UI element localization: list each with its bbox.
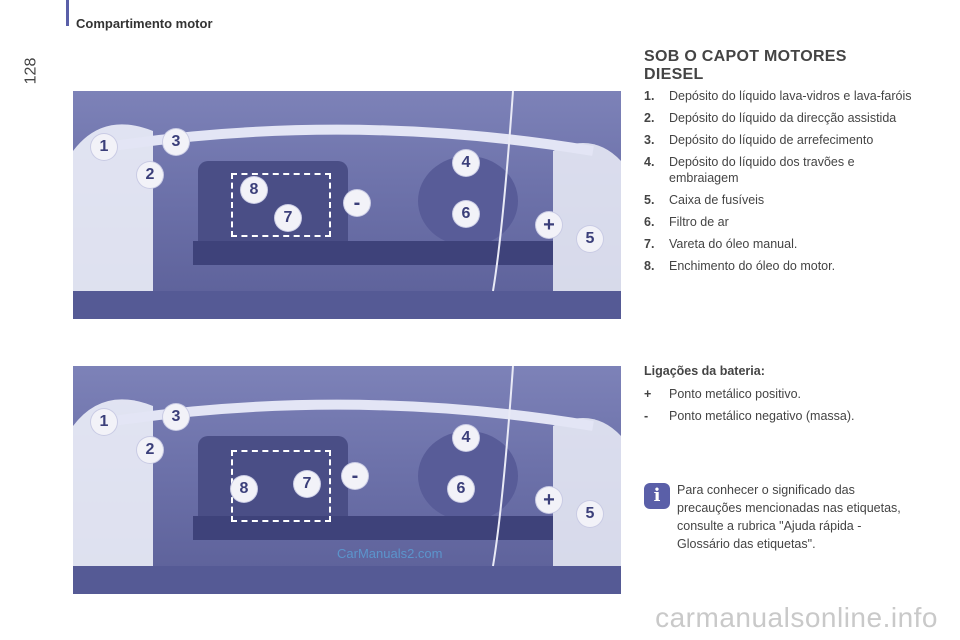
page-heading: SOB O CAPOT MOTORES DIESEL [644, 48, 847, 83]
info-note: i Para conhecer o significado das precau… [644, 481, 914, 553]
callout-4: 4 [453, 150, 479, 176]
item-number: 4. [644, 155, 655, 169]
callout-3: 3 [163, 129, 189, 155]
item-text: Depósito do líquido lava-vidros e lava-f… [669, 89, 912, 103]
item-number: 5. [644, 193, 655, 207]
callout-plus: + [536, 487, 562, 513]
engine-illustration [73, 91, 621, 319]
callout-8: 8 [231, 476, 257, 502]
engine-illustration [73, 366, 621, 594]
list-item: 5. Caixa de fusíveis [644, 192, 914, 208]
item-text: Depósito do líquido de arrefecimento [669, 133, 874, 147]
callout-6: 6 [448, 476, 474, 502]
callout-8: 8 [241, 177, 267, 203]
component-list: 1. Depósito do líquido lava-vidros e lava… [644, 88, 914, 280]
callout-3: 3 [163, 404, 189, 430]
item-number: 6. [644, 215, 655, 229]
footer-watermark: carmanualsonline.info [655, 602, 938, 633]
list-item: 8. Enchimento do óleo do motor. [644, 258, 914, 274]
item-number: 8. [644, 259, 655, 273]
item-number: 1. [644, 89, 655, 103]
list-item: 6. Filtro de ar [644, 214, 914, 230]
battery-item-negative: - Ponto metálico negativo (massa). [644, 408, 914, 424]
callout-2: 2 [137, 437, 163, 463]
callout-plus: + [536, 212, 562, 238]
list-item: 3. Depósito do líquido de arrefecimento [644, 132, 914, 148]
callout-1: 1 [91, 409, 117, 435]
item-number: 7. [644, 237, 655, 251]
item-text: Depósito do líquido da direcção assistid… [669, 111, 897, 125]
section-title: Compartimento motor [76, 16, 213, 31]
plus-symbol: + [644, 387, 652, 401]
callout-4: 4 [453, 425, 479, 451]
item-text: Filtro de ar [669, 215, 729, 229]
watermark-text: CarManuals2.com [337, 546, 443, 561]
list-item: 7. Vareta do óleo manual. [644, 236, 914, 252]
item-text: Caixa de fusíveis [669, 193, 765, 207]
item-number: 2. [644, 111, 655, 125]
section-accent-bar [66, 0, 69, 26]
item-text: Depósito do líquido dos travões e embrai… [669, 155, 855, 185]
callout-6: 6 [453, 201, 479, 227]
item-text: Vareta do óleo manual. [669, 237, 798, 251]
item-number: 3. [644, 133, 655, 147]
list-item: 4. Depósito do líquido dos travões e embr… [644, 154, 914, 186]
callout-5: 5 [577, 501, 603, 527]
oil-area-outline [231, 173, 331, 237]
callout-minus: - [344, 190, 370, 216]
engine-photo-bottom: 1 2 3 4 5 6 7 8 + - [73, 366, 621, 594]
battery-item-positive: + Ponto metálico positivo. [644, 386, 914, 402]
callout-7: 7 [294, 471, 320, 497]
callout-2: 2 [137, 162, 163, 188]
battery-connections: Ligações da bateria: + Ponto metálico pos… [644, 364, 914, 430]
callout-7: 7 [275, 205, 301, 231]
battery-item-text: Ponto metálico negativo (massa). [669, 409, 855, 423]
callout-5: 5 [577, 226, 603, 252]
item-text: Enchimento do óleo do motor. [669, 259, 836, 273]
page-number: 128 [22, 57, 40, 85]
minus-symbol: - [644, 409, 649, 423]
battery-item-text: Ponto metálico positivo. [669, 387, 802, 401]
info-text: Para conhecer o significado das precauçõ… [677, 483, 901, 551]
info-icon: i [644, 483, 670, 509]
battery-heading: Ligações da bateria: [644, 364, 765, 378]
callout-minus: - [342, 463, 368, 489]
list-item: 2. Depósito do líquido da direcção assist… [644, 110, 914, 126]
callout-1: 1 [91, 134, 117, 160]
list-item: 1. Depósito do líquido lava-vidros e lava… [644, 88, 914, 104]
engine-photo-top: 1 2 3 4 5 6 7 8 + - [73, 91, 621, 319]
